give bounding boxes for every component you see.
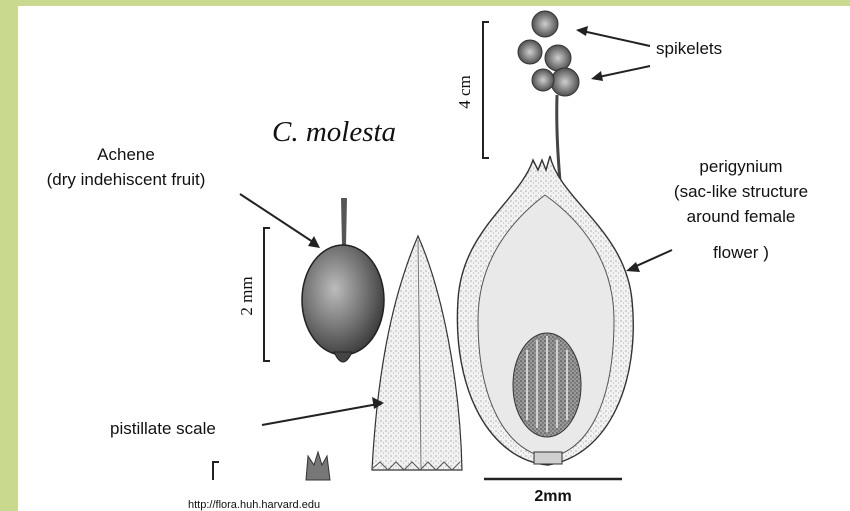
scale-bar-2mm-left: 2 mm [237, 228, 270, 361]
perigynium-label-line3: around female [687, 207, 796, 226]
scale-bar-4cm: 4 cm [455, 22, 489, 158]
perigynium-drawing [457, 156, 633, 465]
achene-leader [240, 194, 320, 248]
achene-label-line1: Achene [97, 145, 155, 164]
source-url: http://flora.huh.harvard.edu [188, 499, 320, 511]
spikelets-label: spikelets [656, 39, 722, 58]
scale-bar-2mm-bottom: 2mm [484, 479, 622, 505]
perigynium-label-line1: perigynium [699, 157, 782, 176]
perigynium-label-line2: (sac-like structure [674, 182, 808, 201]
scale-label-2mm-bottom: 2mm [534, 488, 571, 505]
spikelets-leaders [576, 26, 650, 81]
perigynium-leader [626, 250, 672, 272]
pistillate-scale-drawing [372, 236, 462, 470]
perigynium-label-line4: flower ) [713, 243, 769, 262]
small-fragments [213, 452, 330, 480]
pistillate-scale-label: pistillate scale [110, 419, 216, 438]
pistillate-scale-leader [262, 397, 384, 425]
achene-label-line2: (dry indehiscent fruit) [47, 170, 206, 189]
scale-label-4cm: 4 cm [455, 75, 474, 109]
species-title: C. molesta [272, 116, 396, 148]
scale-label-2mm-left: 2 mm [237, 276, 256, 315]
achene-drawing [302, 198, 384, 362]
